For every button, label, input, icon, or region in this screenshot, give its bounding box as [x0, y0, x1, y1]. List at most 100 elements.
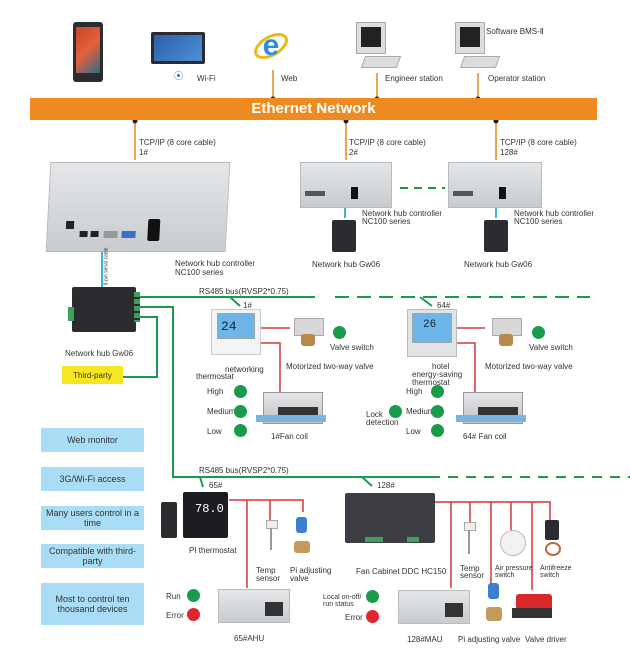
network-hub-2 — [332, 220, 356, 252]
ethernet-network-bar: Ethernet Network — [30, 98, 597, 120]
serial-cable-label: 9-pin serial cable — [103, 247, 110, 286]
fcu-1-valve-status — [333, 326, 346, 339]
feature-ten-thousand-devices: Most to control ten thousand devices — [41, 583, 144, 625]
fcu-64-thermostat-line3: thermostat — [412, 378, 450, 387]
controller-128-series: NC100 series — [514, 217, 563, 226]
fcu-1-low-indicator — [234, 424, 247, 437]
controller-2-link-label: TCP/IP (8 core cable) — [349, 138, 426, 147]
air-pressure-line2: switch — [495, 572, 515, 579]
ethernet-network-title: Ethernet Network — [251, 100, 376, 117]
rs485-bus-1-label: RS485 bus(RVSP2*0.75) — [199, 287, 289, 296]
lock-detection-line2: detection — [366, 418, 399, 427]
fcu-64-thermostat-line1: hotel — [432, 362, 450, 371]
controller-1-unit — [45, 162, 231, 252]
motorized-valve-1-icon — [292, 318, 324, 346]
ahu-index: 65# — [209, 481, 223, 490]
temp-sensor-mau-icon — [464, 522, 476, 556]
ahu-temp-sensor-line2: sensor — [256, 574, 281, 583]
pi-adjusting-valve-mau-icon — [484, 583, 504, 623]
fan-coil-64-label: 64# Fan coil — [463, 432, 507, 441]
controller-2-index: 2# — [349, 148, 358, 157]
engineer-station-icon — [353, 22, 403, 76]
mau-error-indicator — [366, 610, 379, 623]
fcu-1-index: 1# — [243, 301, 252, 310]
controller-1-label: Network hub controller — [175, 259, 256, 268]
fcu-1-thermostat-line2: thermostat — [196, 372, 234, 381]
fcu-1-speed-high: High — [207, 387, 224, 396]
network-hub-2-label: Network hub Gw06 — [312, 260, 381, 269]
fancoil-wire-1 — [260, 342, 281, 392]
svg-text:e: e — [263, 29, 280, 62]
ahu-temp-sensor-line1: Temp — [256, 566, 276, 575]
fan-coil-1-icon — [256, 392, 326, 424]
thermostat-1-display: 24 — [217, 313, 255, 339]
wifi-icon: ⦿ — [174, 71, 184, 81]
controller-1-series: NC100 series — [175, 268, 224, 277]
network-hub-128-label: Network hub Gw06 — [464, 260, 533, 269]
fcu-1-speed-low: Low — [207, 427, 222, 436]
lock-detection-line1: Lock — [366, 410, 383, 419]
tablet-icon — [151, 32, 205, 64]
mobile-phone-icon — [73, 22, 103, 82]
fcu-1-high-indicator — [234, 385, 247, 398]
controller-128-link-label: TCP/IP (8 core cable) — [500, 138, 577, 147]
pi-thermostat-display: 78.0 — [195, 502, 224, 516]
fcu-64-valve-switch-label: Valve switch — [529, 343, 573, 352]
fcu-64-low-indicator — [431, 424, 444, 437]
operator-station-label: Operator station — [488, 74, 546, 83]
pi-thermostat-label: PI thermostat — [189, 546, 237, 555]
web-label: Web — [281, 74, 298, 83]
rs485-bus-2-label: RS485 bus(RVSP2*0.75) — [199, 466, 289, 475]
valve-driver-label: Valve driver — [525, 635, 567, 644]
fan-cabinet-ddc-icon — [345, 493, 435, 543]
antifreeze-line1: Antifreeze — [540, 565, 572, 572]
controller-128-label: Network hub controller — [514, 209, 595, 218]
network-hub-main-label: Network hub Gw06 — [65, 349, 134, 358]
wifi-label: Wi-Fi — [197, 74, 216, 83]
rs485-bus-2 — [138, 306, 430, 478]
mau-temp-sensor-line1: Temp — [460, 564, 480, 573]
fcu-64-valve-status — [532, 326, 545, 339]
ahu-valve-line2: valve — [290, 574, 309, 583]
ahu-run-indicator — [187, 589, 200, 602]
web-browser-icon: e — [253, 28, 289, 64]
hotel-thermostat-icon: 26 — [407, 309, 457, 357]
fan-coil-64-icon — [456, 392, 526, 424]
fcu-64-thermostat-line2: energy-saving — [412, 370, 463, 379]
antifreeze-switch-icon — [545, 520, 561, 556]
controller-1-index: 1# — [139, 148, 148, 157]
fcu-1-medium-indicator — [234, 405, 247, 418]
networking-thermostat-icon: 24 — [211, 309, 261, 355]
feature-3g-wifi: 3G/Wi-Fi access — [41, 467, 144, 491]
fcu-1-speed-medium: Medium — [207, 407, 236, 416]
mau-valve-label: Pi adjusting valve — [458, 635, 521, 644]
valve-driver-icon — [512, 594, 556, 622]
engineer-station-label: Engineer station — [385, 74, 443, 83]
controller-128-unit — [448, 162, 542, 208]
feature-web-monitor: Web monitor — [41, 428, 144, 452]
ahu-unit-icon — [218, 589, 290, 623]
mau-local-line1: Local on-off/ — [323, 594, 362, 601]
fcu-64-speed-medium: Medium — [406, 407, 435, 416]
network-hub-main — [68, 287, 140, 332]
controller-128-index: 128# — [500, 148, 518, 157]
air-pressure-switch-icon — [500, 530, 526, 556]
fcu-64-high-indicator — [431, 385, 444, 398]
fcu-64-valve-label: Motorized two-way valve — [485, 362, 573, 371]
fcu-64-speed-high: High — [406, 387, 423, 396]
fcu-1-thermostat-line1: networking — [225, 365, 264, 374]
network-hub-128 — [484, 220, 508, 252]
fcu-1-valve-label: Motorized two-way valve — [286, 362, 374, 371]
mau-unit-label: 128#MAU — [407, 635, 443, 644]
fcu-1-valve-switch-label: Valve switch — [330, 343, 374, 352]
feature-compatible: Compatible with third-party — [41, 544, 144, 568]
pi-thermostat-icon: 78.0 — [183, 492, 228, 538]
ahu-error-label: Error — [166, 611, 184, 620]
ahu-run-label: Run — [166, 592, 181, 601]
mau-run-indicator — [366, 590, 379, 603]
thermostat-64-display: 26 — [412, 313, 452, 343]
temp-sensor-ahu-icon — [266, 520, 278, 550]
motorized-valve-64-icon — [490, 318, 522, 346]
mau-temp-sensor-line2: sensor — [460, 571, 485, 580]
